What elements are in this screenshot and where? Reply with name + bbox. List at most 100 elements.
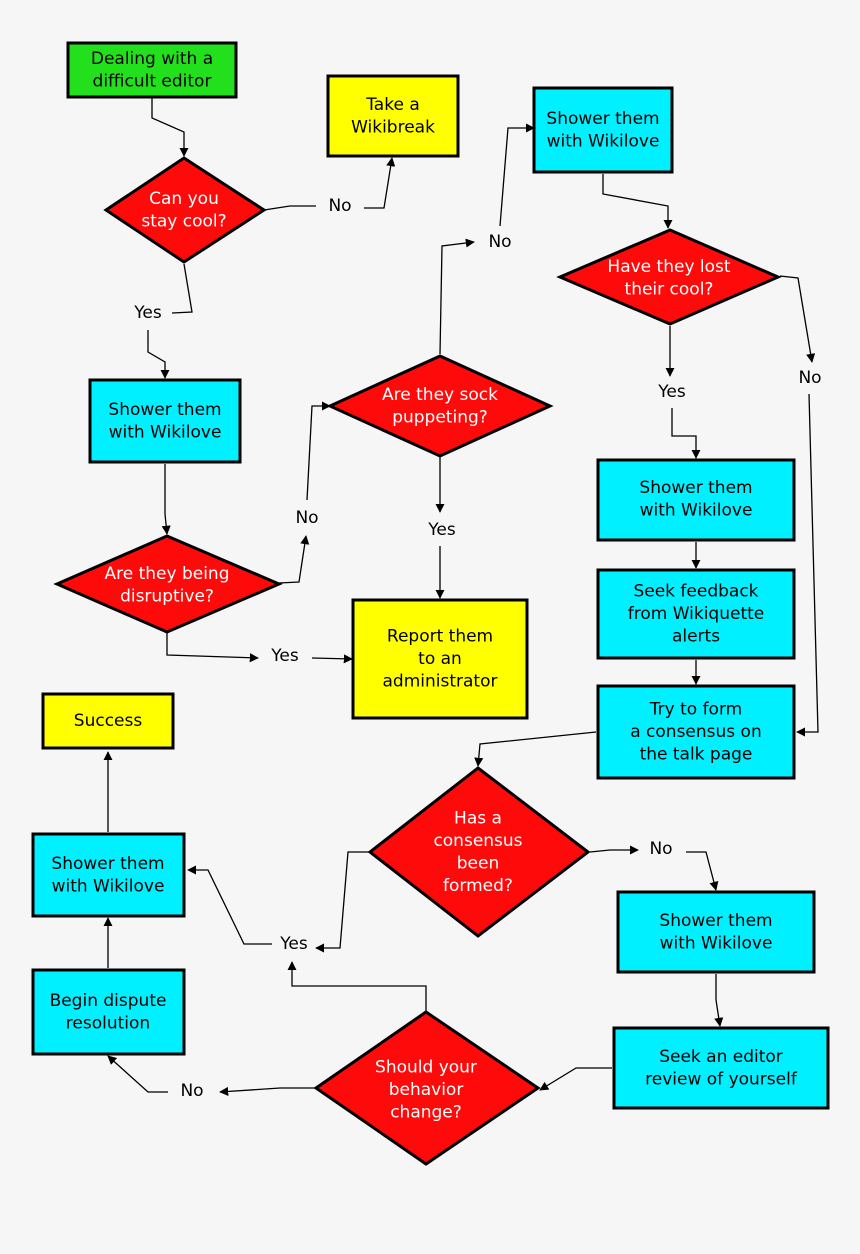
connector-stay-cool-to-no [263,205,316,211]
connector-no-to-consensus-try [796,393,819,737]
node-text-line: behavior [389,1080,464,1100]
label-yes-consensus: Yes [279,934,308,954]
node-text-line: disruptive? [120,586,214,606]
connector-start-to-stay-cool [151,98,189,157]
node-text-line: Seek an editor [659,1047,783,1067]
label-yes-sock: Yes [427,520,456,540]
node-text-line: with Wikilove [660,933,773,953]
editor-review-box [612,1026,830,1110]
report-box [351,598,529,720]
label-no-stay-cool: No [328,196,351,216]
node-text-line: Has a [454,808,502,828]
label-no-lost-cool: No [798,368,821,388]
label-no-sock: No [488,232,511,252]
node-text-line: Try to form [649,700,742,720]
node-text-line: consensus [433,831,522,851]
node-text-line: administrator [383,672,498,692]
connector-behavior-to-no [219,1086,316,1096]
node-text-line: change? [390,1103,462,1123]
node-text-line: Shower them [51,854,164,874]
node-text-line: Success [74,711,143,731]
connector-behavior-to-yes [287,961,427,1012]
consensus-q-diamond [367,766,591,938]
consensus-try-box [596,684,796,780]
connector-wikilove-4-to-editor-review [714,974,724,1027]
node-text-line: their cool? [625,279,714,299]
stay-cool-diamond [103,156,267,264]
connector-disruptive-to-yes [166,632,259,663]
node-text-line: been [457,853,499,873]
node-text-line: Should your [375,1058,477,1078]
label-no-consensus: No [649,839,672,859]
connectors [103,98,819,1096]
connector-yes-to-wikilove-5 [187,865,272,945]
node-text-line: to an [418,649,462,669]
connector-editor-review-to-behavior [539,1067,612,1091]
node-text-line: Dealing with a [91,49,213,69]
connector-sock-to-no [439,238,475,355]
node-text-line: with Wikilove [109,422,222,442]
node-text-line: Have they lost [607,257,730,277]
node-text-line: Shower them [659,911,772,931]
connector-disruptive-to-no [278,535,310,584]
node-text-line: Shower them [639,478,752,498]
node-text-line: Begin dispute [50,991,167,1011]
label-yes-stay-cool: Yes [133,303,162,323]
node-text-line: Are they sock [382,385,498,405]
disruptive-diamond [53,534,283,634]
node-text-line: puppeting? [392,407,488,427]
wikilove-2-box [532,86,674,174]
wikilove-3-box [596,458,796,542]
dispute-box [31,968,186,1056]
wikiquette-box [596,568,796,660]
node-text-line: Take a [365,95,420,115]
label-no-disruptive: No [295,508,318,528]
node-text-line: the talk page [640,745,753,765]
node-text-line: Seek feedback [633,582,758,602]
sock-diamond [326,354,554,458]
node-text-line: difficult editor [93,71,212,91]
wikilove-1-box [88,378,242,464]
node-text-line: formed? [443,876,513,896]
node-text-line: Wikibreak [351,117,435,137]
node-text-line: Can you [149,189,219,209]
node-text-line: review of yourself [645,1069,798,1089]
connector-no-to-dispute [107,1055,168,1093]
connector-no-to-wikilove-4 [686,851,719,891]
node-text-line: Shower them [546,109,659,129]
node-text-line: Are they being [104,564,229,584]
connector-no-to-sock [306,401,331,501]
wikibreak-box [326,74,460,158]
connector-wikilove-1-to-disruptive [161,464,171,535]
behavior-diamond [313,1010,541,1166]
connector-consensus-q-to-yes [315,851,370,953]
success-text: Success [74,711,143,731]
connector-stay-cool-to-yes [171,263,193,314]
node-text-line: with Wikilove [640,500,753,520]
node-text-line: stay cool? [141,211,226,231]
wikilove-4-box [616,890,816,974]
node-text-line: resolution [66,1013,150,1033]
connector-yes-to-wikilove-3 [671,408,701,459]
connector-yes-to-report [311,654,353,664]
label-no-behavior: No [180,1081,203,1101]
connector-no-to-wikilove-2 [499,123,535,227]
success-box [41,692,175,750]
